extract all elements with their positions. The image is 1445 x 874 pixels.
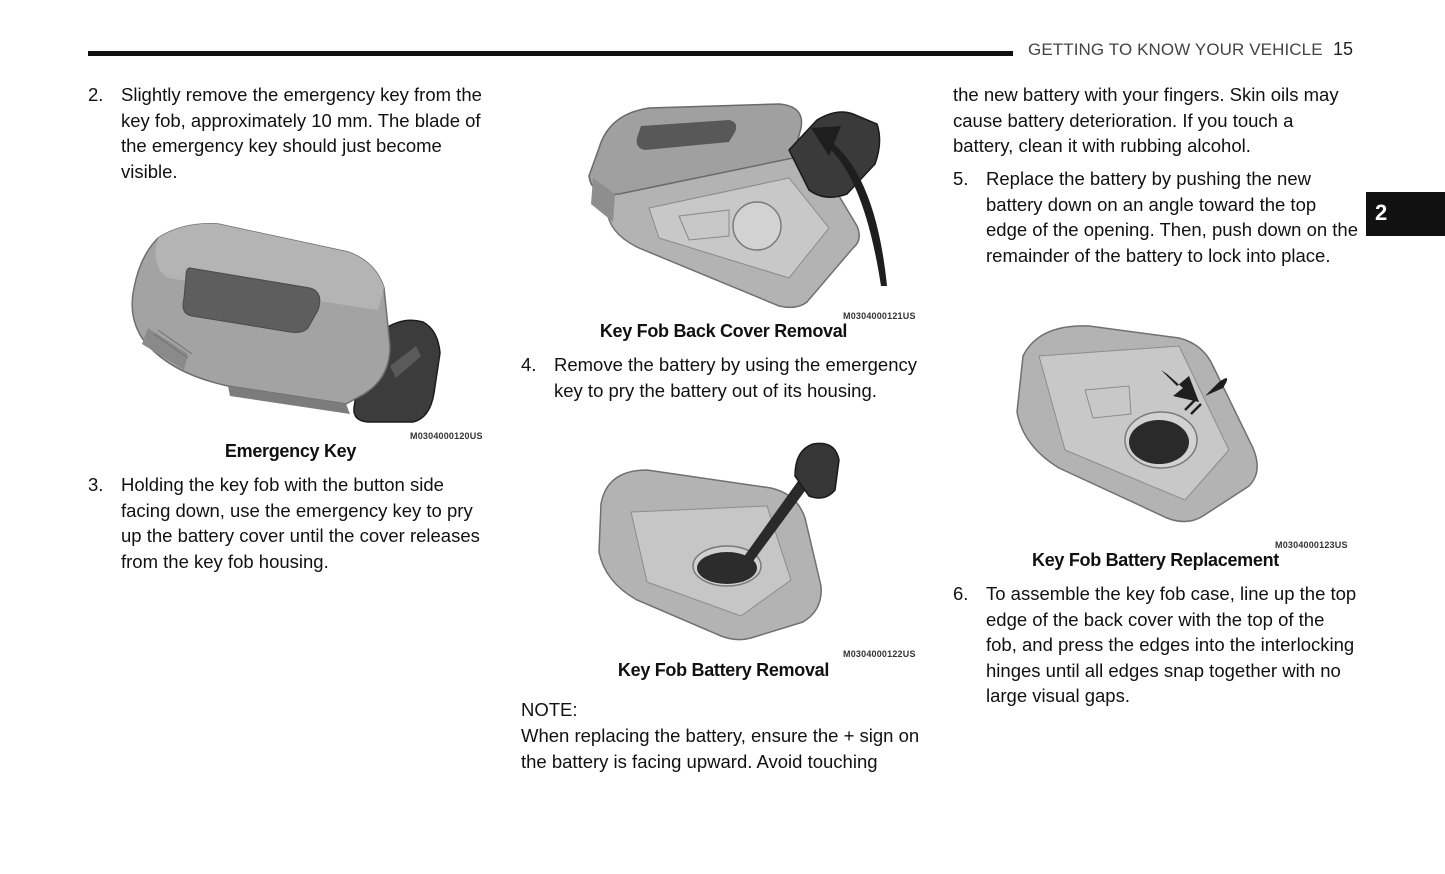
step-6: 6. To assemble the key fob case, line up… (953, 581, 1358, 709)
section-title: GETTING TO KNOW YOUR VEHICLE (1028, 40, 1323, 59)
step-text: To assemble the key fob case, line up th… (986, 583, 1357, 706)
figure-caption: Emergency Key (224, 441, 357, 461)
figure-code: M0304000123US (1275, 540, 1348, 550)
step-5: 5. Replace the battery by pushing the ne… (953, 166, 1358, 268)
step-number: 2. (88, 84, 104, 105)
step-text: Holding the key fob with the button side… (121, 474, 480, 572)
header-rule (88, 51, 1013, 56)
chapter-tab[interactable]: 2 (1366, 192, 1445, 236)
battery-replacement-illustration (1016, 325, 1258, 523)
figure-battery-replacement: M0304000123US (1009, 320, 1353, 550)
key-fob-emergency-key-illustration (131, 223, 441, 423)
step-text: Remove the battery by using the emergenc… (554, 354, 917, 401)
figure-caption: Key Fob Battery Replacement (1032, 550, 1279, 570)
step-3: 3. Holding the key fob with the button s… (88, 472, 493, 574)
step-text: Replace the battery by pushing the new b… (986, 168, 1359, 266)
step-2: 2. Slightly remove the emergency key fro… (88, 82, 493, 184)
note-text: When replacing the battery, ensure the +… (521, 725, 920, 772)
figure-caption: Key Fob Battery Removal (617, 660, 830, 680)
back-cover-removal-illustration (588, 103, 887, 309)
note-continuation: the new battery with your fingers. Skin … (953, 84, 1339, 156)
figure-emergency-key: M0304000120US (128, 218, 488, 441)
step-number: 4. (521, 354, 537, 375)
note-label: NOTE: (521, 699, 578, 720)
battery-removal-illustration (598, 442, 840, 641)
step-4: 4. Remove the battery by using the emerg… (521, 352, 926, 403)
figure-battery-removal: M0304000122US (591, 440, 921, 659)
step-number: 5. (953, 168, 969, 189)
figure-caption: Key Fob Back Cover Removal (599, 321, 848, 341)
figure-code: M0304000121US (843, 311, 916, 321)
step-text: Slightly remove the emergency key from t… (121, 84, 482, 182)
figure-code: M0304000120US (410, 431, 483, 441)
figure-back-cover-removal: M0304000121US (579, 98, 921, 321)
page-number: 15 (1333, 39, 1354, 59)
step-number: 3. (88, 474, 104, 495)
step-number: 6. (953, 583, 969, 604)
figure-code: M0304000122US (843, 649, 916, 659)
